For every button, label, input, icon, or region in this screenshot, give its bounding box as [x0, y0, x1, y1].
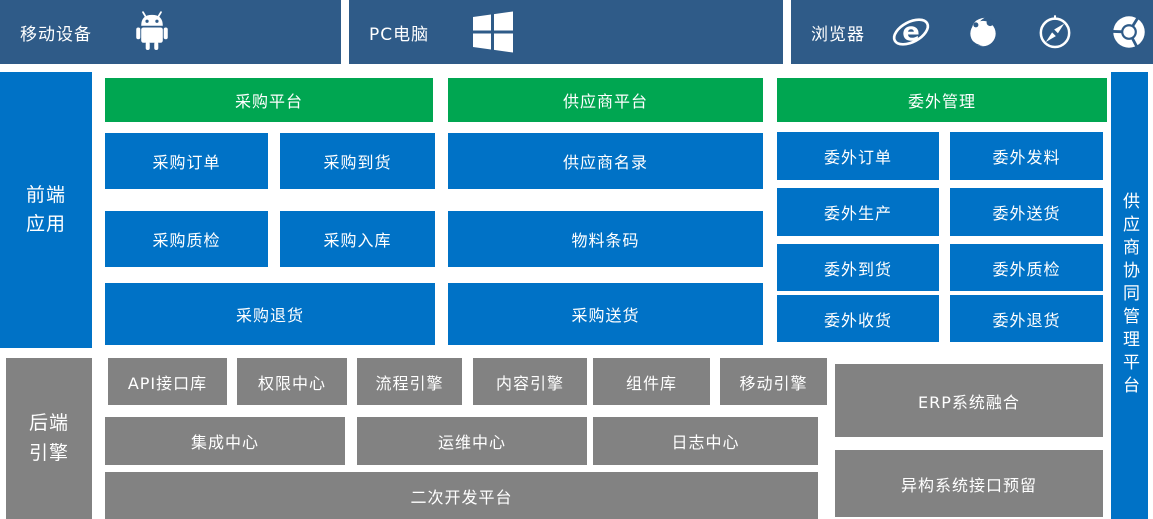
- node-api-library: API接口库: [108, 358, 227, 405]
- node-log-center: 日志中心: [593, 417, 818, 465]
- ie-icon: e: [891, 12, 931, 52]
- node-purchase-order: 采购订单: [105, 133, 268, 189]
- node-workflow-engine: 流程引擎: [357, 358, 462, 405]
- node-outsourcing-arrival: 委外到货: [777, 244, 939, 291]
- node-supplier-directory: 供应商名录: [448, 133, 763, 189]
- node-outsourcing-production: 委外生产: [777, 188, 939, 236]
- svg-text:e: e: [902, 17, 920, 47]
- pc-label: PC电脑: [369, 24, 430, 45]
- node-heterogeneous-system-interface: 异构系统接口预留: [835, 450, 1103, 517]
- node-outsourcing-return: 委外退货: [950, 295, 1103, 342]
- mobile-devices-label: 移动设备: [20, 24, 92, 45]
- node-mobile-engine: 移动引擎: [720, 358, 827, 405]
- node-outsourcing-quality-check: 委外质检: [950, 244, 1103, 291]
- node-outsourcing-order: 委外订单: [777, 132, 939, 180]
- chrome-icon: [1108, 11, 1150, 53]
- node-content-engine: 内容引擎: [473, 358, 587, 405]
- node-outsourcing-material-issue: 委外发料: [950, 132, 1103, 180]
- node-component-library: 组件库: [593, 358, 710, 405]
- header-procurement-platform: 采购平台: [105, 78, 433, 122]
- topbar-mobile-panel: 移动设备: [0, 0, 341, 64]
- header-supplier-platform: 供应商平台: [448, 78, 763, 122]
- browser-label: 浏览器: [811, 24, 865, 45]
- node-secondary-development-platform: 二次开发平台: [105, 472, 818, 519]
- node-purchase-delivery: 采购送货: [448, 283, 763, 345]
- android-icon: [134, 10, 170, 54]
- node-outsourcing-receipt: 委外收货: [777, 295, 939, 342]
- sidebar-backend-engines: 后端 引擎: [6, 358, 92, 519]
- windows-icon: [471, 10, 515, 54]
- topbar-pc-panel: PC电脑: [349, 0, 783, 64]
- node-outsourcing-delivery: 委外送货: [950, 188, 1103, 236]
- node-integration-center: 集成中心: [105, 417, 345, 465]
- safari-icon: [1035, 12, 1075, 52]
- firefox-icon: [964, 13, 1002, 51]
- header-outsourcing-management: 委外管理: [777, 78, 1107, 122]
- node-erp-system-integration: ERP系统融合: [835, 364, 1103, 437]
- sidebar-frontend-apps: 前端 应用: [0, 72, 92, 348]
- node-operations-center: 运维中心: [357, 417, 587, 465]
- node-purchase-return: 采购退货: [105, 283, 435, 345]
- topbar-browser-panel: 浏览器 e: [791, 0, 1153, 64]
- right-bar-supplier-collaboration-platform: 供应商协同管理平台: [1111, 72, 1148, 519]
- node-purchase-quality-check: 采购质检: [105, 211, 268, 267]
- node-purchase-arrival: 采购到货: [280, 133, 435, 189]
- node-permission-center: 权限中心: [237, 358, 347, 405]
- node-material-barcode: 物料条码: [448, 211, 763, 267]
- browser-icons: e: [891, 11, 1150, 53]
- node-purchase-warehousing: 采购入库: [280, 211, 435, 267]
